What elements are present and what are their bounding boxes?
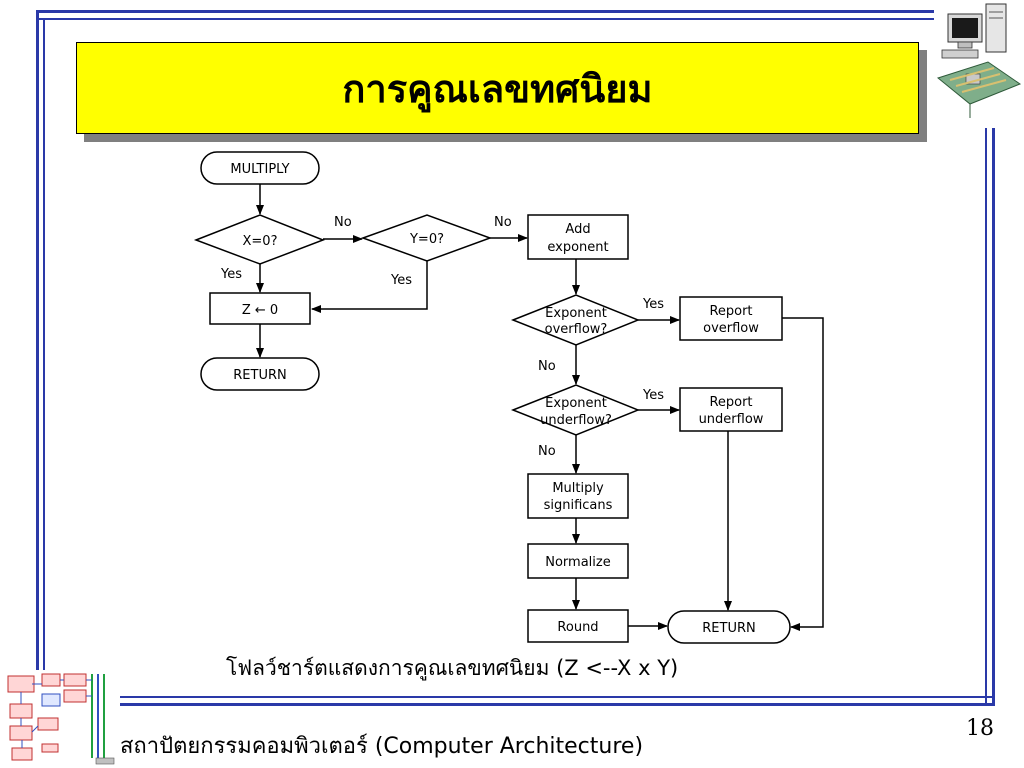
frame-bottom-line-2 [118,703,995,706]
x-no-label: No [334,215,352,230]
overflow-no-label: No [538,359,556,374]
normalize-box [527,543,629,579]
frame-top-line-2 [36,18,934,20]
x-zero-decision [193,214,326,265]
frame-right-line-1 [985,128,987,706]
overflow-yes-label: Yes [642,297,664,312]
flowchart-caption: โฟลว์ชาร์ตแสดงการคูณเลขทศนิยม (Z <--X x … [226,656,679,680]
multiply-label: MULTIPLY [230,162,289,177]
y-yes-label: Yes [390,273,412,288]
exponent-underflow-label-2: underflow? [540,413,612,428]
underflow-yes-label: Yes [642,388,664,403]
frame-top-line-1 [36,10,934,13]
return-right-label: RETURN [702,621,755,636]
computer-icon [936,3,1022,118]
frame-right-line-2 [992,128,995,706]
multiply-significans-label-2: significans [544,498,613,513]
x-zero-label: X=0? [243,234,278,249]
x-yes-label: Yes [220,267,242,282]
exponent-overflow-label-2: overflow? [545,322,608,337]
multiply-significans-label-1: Multiply [552,481,604,496]
exponent-overflow-label-1: Exponent [545,306,607,321]
report-underflow-label-1: Report [709,395,752,410]
multiply-significans-box [527,473,629,519]
footer-course-title: สถาปัตยกรรมคอมพิวเตอร์ (Computer Archite… [120,734,644,759]
title-box: การคูณเลขทศนิยม [76,42,919,134]
underflow-no-label: No [538,444,556,459]
report-overflow-label-2: overflow [703,321,759,336]
z-assign-label: Z ← 0 [242,303,278,318]
y-zero-label: Y=0? [409,232,444,247]
report-underflow-label-2: underflow [699,412,764,427]
report-underflow-box [679,387,783,432]
frame-left-line-1 [36,10,39,670]
report-overflow-label-1: Report [709,304,752,319]
y-no-label: No [494,215,512,230]
frame-left-line-2 [43,18,45,670]
slide-title: การคูณเลขทศนิยม [342,66,653,111]
return-left-terminal [200,357,320,391]
add-exponent-label-2: exponent [547,240,608,255]
frame-bottom-line-1 [118,696,995,698]
arrow-y-yes [311,261,428,313]
add-exponent-box [527,214,629,260]
normalize-label: Normalize [545,555,610,570]
page-number: 18 [966,716,994,741]
add-exponent-label-1: Add [565,222,590,237]
round-label: Round [557,620,598,635]
exponent-underflow-label-1: Exponent [545,396,607,411]
return-left-label: RETURN [233,368,286,383]
block-diagram-icon [2,670,120,766]
arrow-overflow-report-to-return [782,317,824,631]
